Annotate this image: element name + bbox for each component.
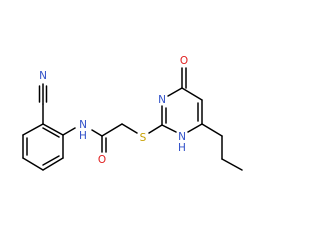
bond-aryl-nh (62, 127, 76, 136)
bond-benzene-3 (22, 157, 44, 171)
atom-label-amide-o: O (98, 154, 106, 166)
atom-label-ring-o: O (180, 55, 188, 67)
bond-propyl-1 (201, 123, 223, 137)
bond-benzene-4-inner (42, 155, 60, 166)
bond-ch2-s (121, 123, 138, 134)
atom-label-ring-n3: N (158, 94, 166, 106)
bond-c4-c5 (181, 87, 203, 101)
bond-carbonyl-ch2 (101, 123, 123, 137)
bond-n1-c2 (161, 124, 177, 133)
atom-label-thioether-s: S (140, 132, 147, 144)
bond-benzene-4 (42, 157, 64, 171)
atom-label-cyano-n: N (39, 70, 47, 82)
bond-benzene-1 (22, 123, 44, 136)
bond-benzene-6 (42, 123, 64, 136)
bond-n3-c4 (167, 87, 183, 97)
bond-benzene-6-inner (42, 127, 60, 138)
bond-propyl-3 (221, 158, 243, 171)
bond-nh-carbonyl (91, 129, 103, 137)
bond-s-c2 (148, 124, 163, 134)
bond-c6-n1 (187, 123, 203, 133)
bonds (22, 67, 243, 171)
